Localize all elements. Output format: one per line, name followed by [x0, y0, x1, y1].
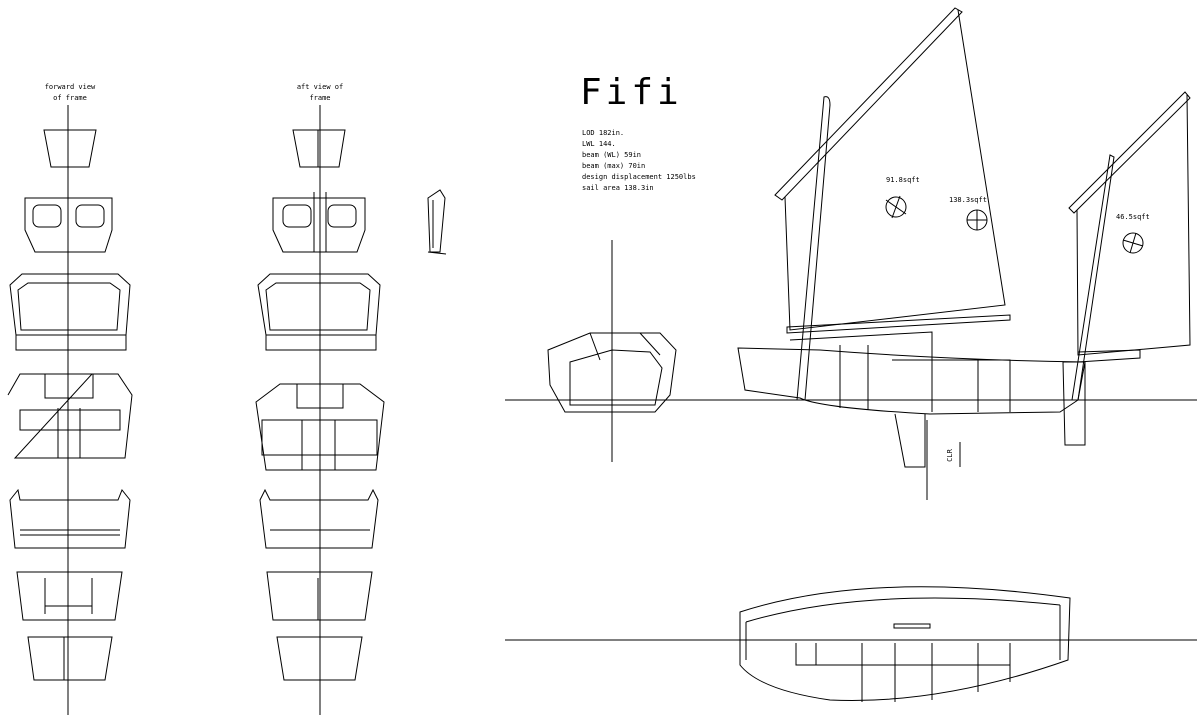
spec-displacement: design displacement 1250lbs [582, 173, 696, 181]
spec-beam-wl: beam (WL) 59in [582, 151, 642, 159]
plan-view [505, 586, 1197, 702]
aft-label-line2: frame [309, 94, 331, 102]
boat-title: Fifi [580, 72, 683, 113]
forward-frames [7, 129, 133, 681]
forward-view-label: forward view of frame [30, 82, 110, 104]
mizzen-sail-area: 46.5sqft [1116, 213, 1150, 221]
spec-sail-area: sail area 138.3in [582, 184, 654, 192]
spec-beam-max: beam (max) 70in [582, 162, 646, 170]
spec-lod: LOD 182in. [582, 129, 625, 137]
spec-lwl: LWL 144. [582, 140, 616, 148]
forward-label-line1: forward view [44, 83, 96, 91]
profile-view [505, 7, 1197, 500]
detail-section [427, 189, 447, 255]
fore-sail-area: 91.8sqft [886, 176, 920, 184]
body-section-view [505, 240, 690, 462]
main-sail-area: 138.3sqft [949, 196, 987, 204]
clr-label: CLR [945, 449, 954, 462]
spec-list: LOD 182in. LWL 144. beam (WL) 59in beam … [582, 128, 696, 194]
aft-label-line1: aft view of [296, 83, 344, 91]
forward-label-line2: of frame [53, 94, 87, 102]
aft-view-label: aft view of frame [280, 82, 360, 104]
aft-frames [255, 129, 385, 681]
